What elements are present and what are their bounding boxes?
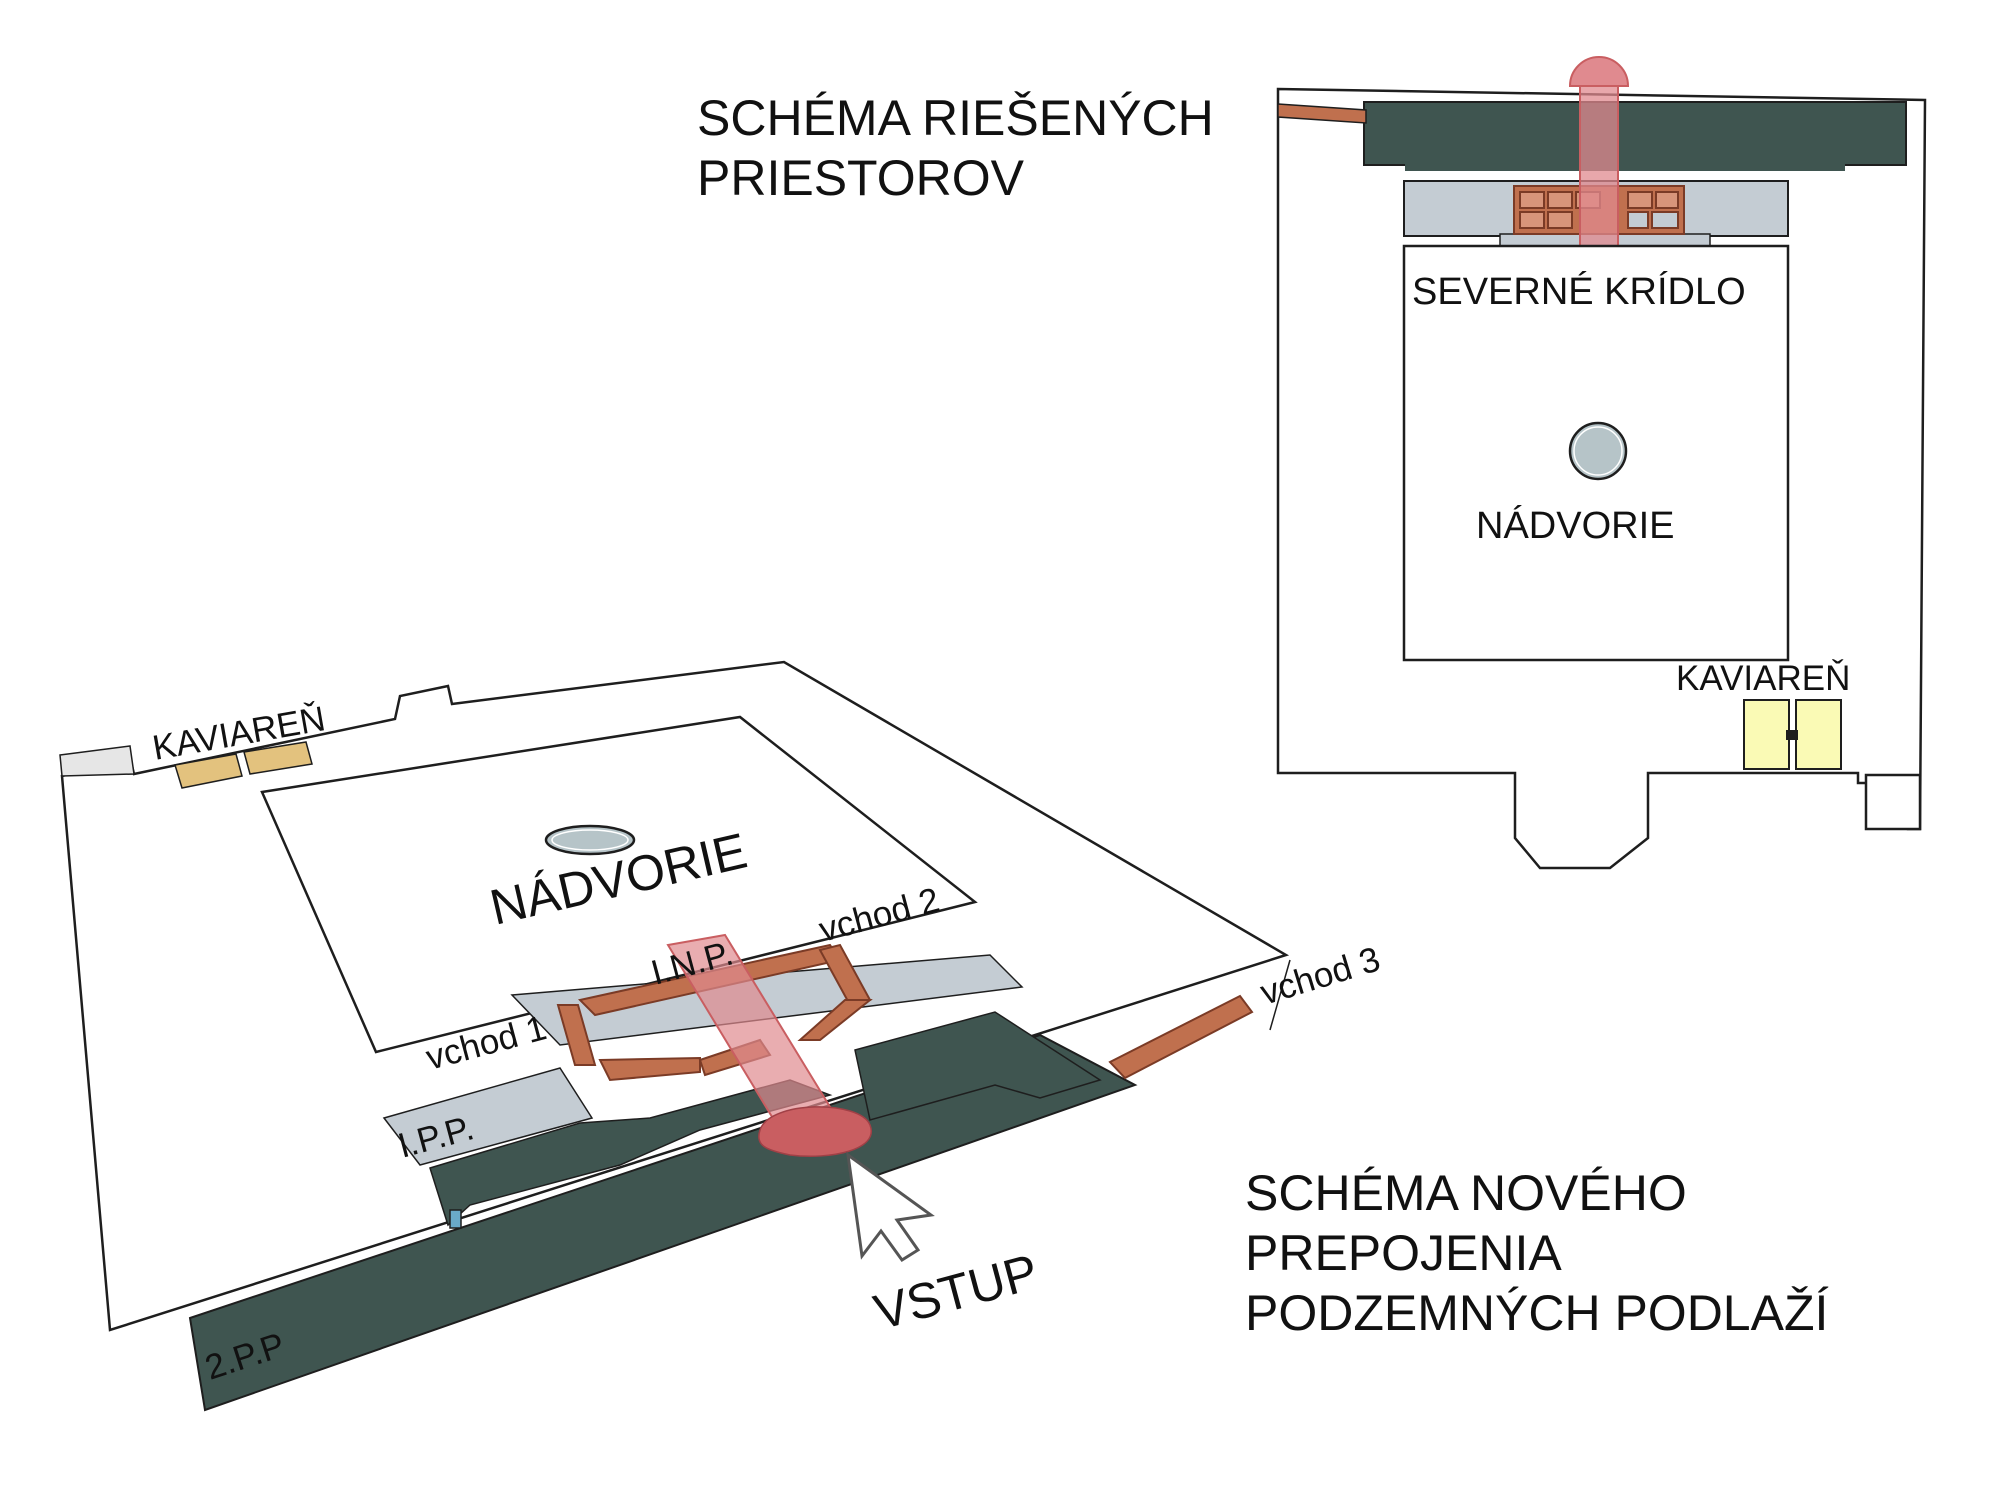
axon-fountain: [544, 824, 636, 856]
plan-annex-box: [1864, 773, 1922, 831]
plan-entry-dome: [1568, 56, 1630, 87]
plan-entry-shaft: [1579, 81, 1619, 253]
plan-north-wing-step: [1405, 163, 1845, 171]
plan-cafe-label: KAVIAREŇ: [1676, 659, 1850, 698]
plan-title-line-1: SCHÉMA RIEŠENÝCH: [697, 90, 1214, 146]
axon-cafe-left: [174, 753, 243, 789]
axon-cafe-right: [243, 741, 313, 775]
plan-courtyard-label: NÁDVORIE: [1476, 504, 1674, 547]
plan-cafe-joint: [1786, 730, 1798, 740]
plan-view: SCHÉMA RIEŠENÝCH PRIESTOROV SEVERNÉ KRÍD…: [697, 56, 1927, 870]
plan-north-wing-dark: [1363, 101, 1907, 166]
axonometric-view: NÁDVORIE KAVIAREŇ vchod 2 vchod 1 vchod …: [59, 660, 1385, 1412]
axon-2pp-slab: [188, 1033, 1138, 1412]
axon-entrance-3-tick: [1269, 959, 1291, 1031]
caption-line-1: SCHÉMA NOVÉHO: [1245, 1165, 1687, 1221]
plan-cafe-right: [1795, 699, 1842, 770]
plan-fountain-rim: [1573, 426, 1623, 476]
plan-cafe-left: [1743, 699, 1790, 770]
pointer-arrow-icon: [846, 1151, 935, 1263]
plan-left-connector: [1277, 103, 1367, 124]
caption: SCHÉMA NOVÉHO PREPOJENIA PODZEMNÝCH PODL…: [1245, 1165, 1829, 1341]
plan-fountain: [1568, 421, 1628, 481]
axon-1pp-slab: [382, 1067, 594, 1166]
axon-dark-block-right: [854, 1011, 1102, 1121]
caption-line-2: PREPOJENIA: [1245, 1225, 1562, 1281]
plan-north-wing-label: SEVERNÉ KRÍDLO: [1412, 270, 1746, 313]
axon-entry-label: VSTUP: [868, 1243, 1044, 1340]
axon-fountain-rim: [551, 829, 629, 851]
plan-title-line-2: PRIESTOROV: [697, 150, 1025, 206]
caption-line-3: PODZEMNÝCH PODLAŽÍ: [1245, 1285, 1829, 1341]
axon-entry-dome: [758, 1106, 873, 1157]
axon-small-blue-marker: [449, 1209, 462, 1229]
axon-courtyard: [260, 715, 978, 1054]
axon-grey-block: [59, 745, 135, 777]
